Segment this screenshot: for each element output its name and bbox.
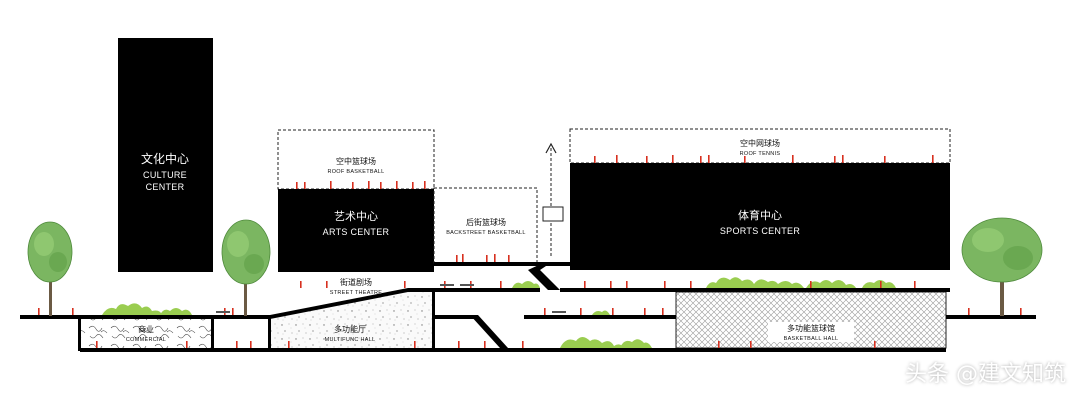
backstreet-en: BACKSTREET BASKETBALL [446, 230, 526, 236]
street-theatre-en: STREET THEATRE [330, 290, 383, 296]
slabs [20, 262, 1036, 352]
street-theatre-cn: 街道剧场 [340, 277, 372, 287]
sports-center-block [570, 163, 950, 270]
basketball-hall-en: BASKETBALL HALL [784, 336, 839, 342]
roof-tennis-outline [569, 128, 951, 164]
greenery [102, 277, 896, 348]
backstreet-floor [434, 262, 570, 266]
commercial-volume [79, 317, 213, 351]
basketball-hall-cn: 多功能篮球馆 [787, 323, 835, 333]
tree-icon [27, 221, 73, 316]
arts-en-label: ARTS CENTER [323, 227, 390, 237]
elevator-cab [542, 206, 564, 222]
roof-basketball-en: ROOF BASKETBALL [327, 169, 384, 175]
backstreet-outline [433, 187, 538, 264]
bench-icon [216, 284, 566, 313]
commercial-cn: 商业 [138, 324, 154, 334]
commercial-en: COMMERCIAL [126, 337, 166, 343]
multifunc-hall-volume [270, 290, 434, 348]
tree-icon [961, 217, 1043, 316]
culture-center-tower [118, 38, 213, 272]
roof-tennis-en: ROOF TENNIS [740, 151, 781, 157]
culture-cn-label: 文化中心 [141, 151, 189, 166]
sports-cn-label: 体育中心 [738, 208, 782, 222]
roof-basketball-cn: 空中篮球场 [336, 156, 376, 166]
culture-en-label-2: CENTER [146, 182, 185, 192]
arts-cn-label: 艺术中心 [334, 210, 378, 223]
multifunc-en: MULTIFUNC HALL [325, 337, 376, 343]
basketball-hall-label-bg [768, 322, 854, 342]
watermark: 头条 @建文知筑 [905, 362, 1066, 387]
culture-en-label-1: CULTURE [143, 170, 187, 180]
sports-en-label: SPORTS CENTER [720, 226, 800, 236]
multifunc-cn: 多功能厅 [334, 324, 366, 334]
tree-icon [221, 219, 271, 316]
roof-tennis-cn: 空中网球场 [740, 138, 780, 148]
arts-center-block [278, 189, 434, 272]
backstreet-cn: 后街篮球场 [466, 217, 506, 227]
up-arrow-icon [545, 142, 557, 154]
